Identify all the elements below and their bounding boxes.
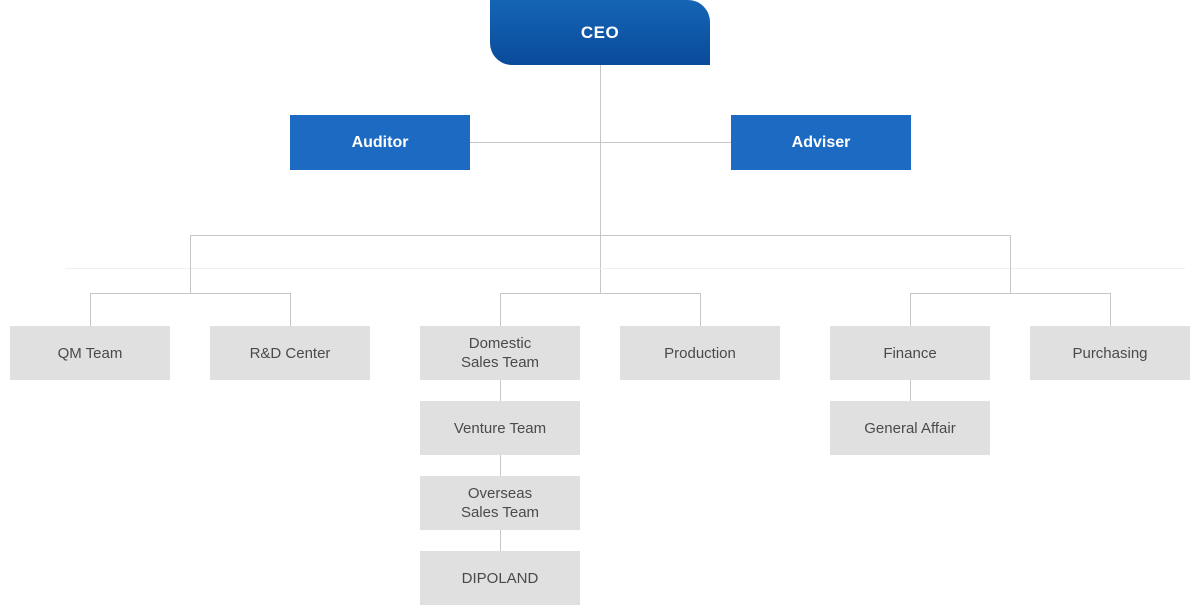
node-label: DIPOLAND (461, 569, 539, 587)
node-label: R&D Center (249, 344, 331, 362)
org-node-rd-center: R&D Center (210, 326, 370, 380)
connector-main-branch (190, 235, 1010, 236)
org-node-venture-team: Venture Team (420, 401, 580, 455)
connector-domestic-venture (500, 380, 501, 401)
node-label: Sales Team (460, 354, 540, 371)
node-label: Purchasing (1072, 344, 1148, 362)
connector-venture-overseas (500, 455, 501, 476)
org-node-general-affair: General Affair (830, 401, 990, 455)
node-label: Overseas (467, 485, 533, 502)
node-label: Production (664, 344, 736, 362)
org-node-ceo: CEO (490, 0, 710, 65)
org-node-overseas-sales-team: Overseas Sales Team (420, 476, 580, 530)
node-label: Adviser (791, 133, 851, 151)
node-label: Sales Team (460, 504, 540, 521)
org-node-dipoland: DIPOLAND (420, 551, 580, 605)
node-label: Domestic (468, 335, 532, 352)
connector-left-spread (90, 293, 290, 294)
connector-overseas-dipoland (500, 530, 501, 551)
org-node-qm-team: QM Team (10, 326, 170, 380)
node-label: QM Team (57, 344, 123, 362)
connector-auditor-adviser (470, 142, 731, 143)
connector-right-spread (910, 293, 1110, 294)
connector-production-drop (700, 293, 701, 326)
connector-finance-drop (910, 293, 911, 326)
connector-right-drop (1010, 235, 1011, 293)
connector-rd-drop (290, 293, 291, 326)
connector-domestic-drop (500, 293, 501, 326)
org-node-adviser: Adviser (731, 115, 911, 170)
connector-finance-general (910, 380, 911, 401)
node-label: Auditor (351, 133, 409, 151)
org-node-domestic-sales-team: Domestic Sales Team (420, 326, 580, 380)
node-label: Venture Team (453, 419, 547, 437)
connector-ceo-trunk (600, 65, 601, 293)
connector-purchasing-drop (1110, 293, 1111, 326)
connector-mid-spread (500, 293, 700, 294)
org-node-production: Production (620, 326, 780, 380)
node-label: Finance (883, 344, 937, 362)
org-node-finance: Finance (830, 326, 990, 380)
org-node-auditor: Auditor (290, 115, 470, 170)
connector-faint-rule (65, 268, 1185, 269)
connector-qm-drop (90, 293, 91, 326)
connector-left-drop (190, 235, 191, 293)
node-label: General Affair (864, 419, 956, 437)
org-node-purchasing: Purchasing (1030, 326, 1190, 380)
node-label: CEO (580, 22, 620, 42)
